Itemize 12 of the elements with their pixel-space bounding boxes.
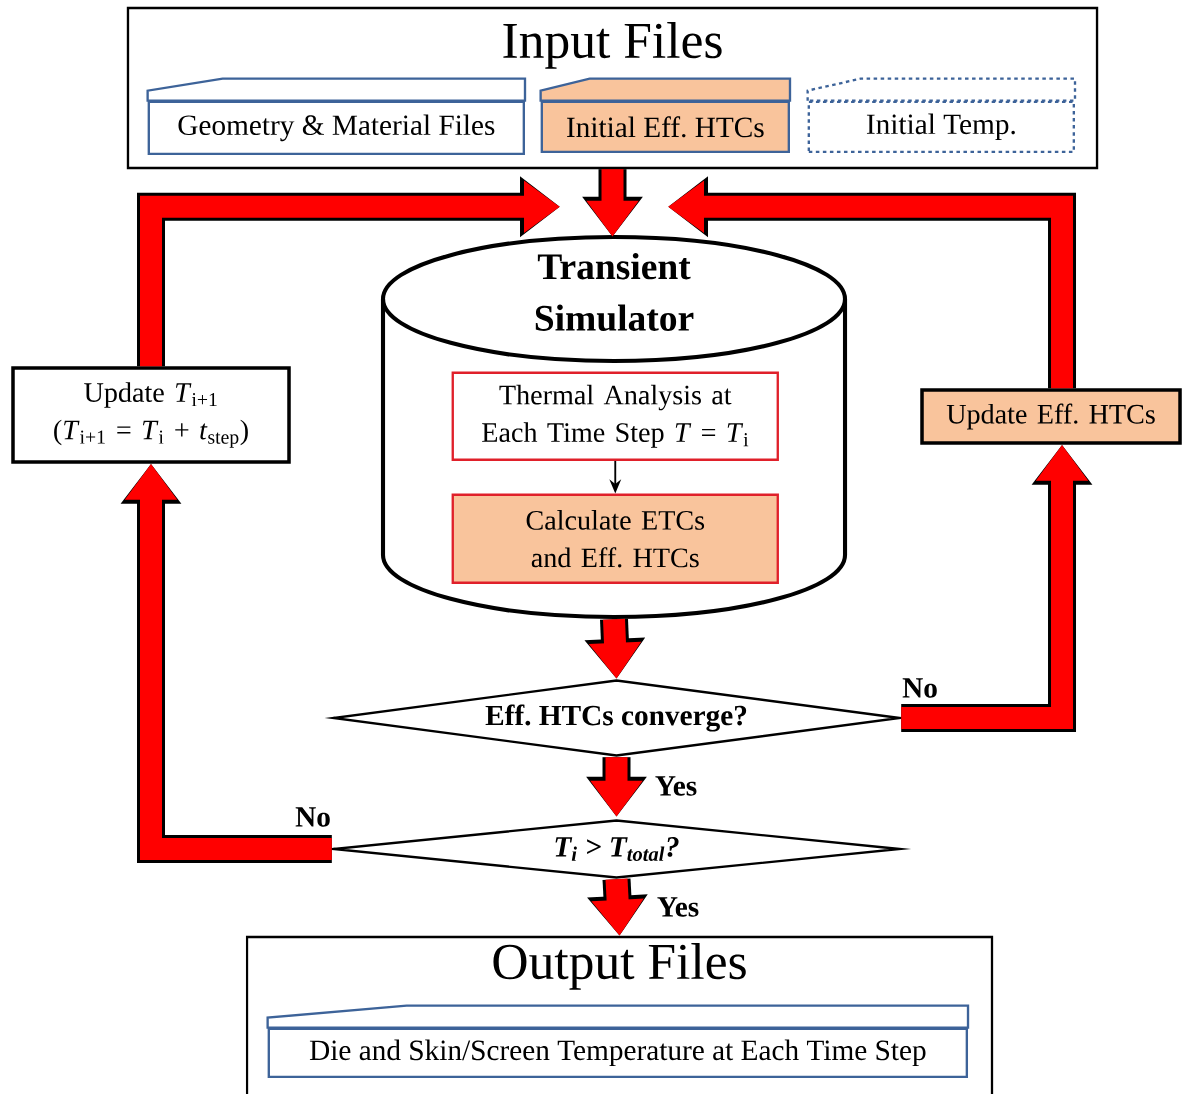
edge-label: No <box>900 677 940 699</box>
file-box: Die and Skin/Screen Temperature at Each Time Step <box>266 1004 970 1078</box>
file-box: Initial Eff. HTCs <box>539 77 792 153</box>
edge-label: Yes <box>653 775 699 797</box>
process-box: Update Eff. HTCs <box>920 388 1182 445</box>
file-box: Initial Temp. <box>806 77 1077 153</box>
edge-label: Yes <box>655 896 701 918</box>
file-box: Geometry & Material Files <box>146 77 527 155</box>
process-box: Thermal Analysis at Each Time Step T = T$_{i}$ <box>451 371 779 461</box>
process-box: Calculate ETCs and Eff. HTCs <box>451 493 779 584</box>
edge-label: No <box>293 806 333 828</box>
process-box: Update T$_{i+1}$ (T$_{i+1}$ = T$_{i}$ + t$_{step}$) <box>11 366 291 464</box>
